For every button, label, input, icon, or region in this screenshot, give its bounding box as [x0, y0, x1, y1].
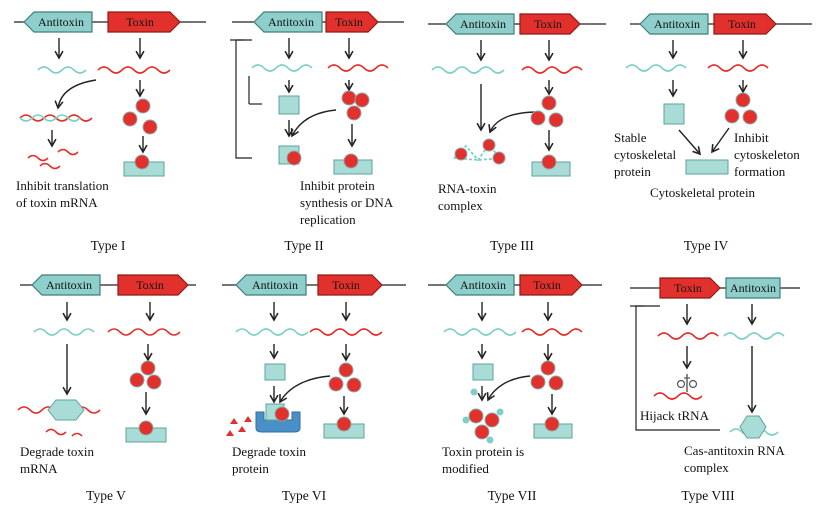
caption-line: cytoskeleton [734, 147, 800, 162]
type-label-1: Type I [91, 238, 126, 253]
caption-line: Inhibit translation [16, 178, 109, 193]
caption-line: complex [684, 460, 729, 475]
caption-line: complex [438, 198, 483, 213]
caption-line: modified [442, 461, 489, 476]
modified-toxin [462, 388, 504, 444]
caption-line: protein [614, 164, 651, 179]
panel-type-5: Antitoxin Toxin Degrade toxin mRNA Type … [17, 274, 196, 503]
toxin-gene-5 [117, 274, 189, 296]
type-label-8: Type VIII [681, 488, 735, 503]
caption-line: Degrade toxin [232, 444, 307, 459]
antitoxin-rna [37, 66, 87, 74]
caption-line: Toxin protein is [442, 444, 524, 459]
caption-line: Degrade toxin [20, 444, 95, 459]
type-label-3: Type III [490, 238, 534, 253]
toxin-gene-6 [317, 274, 383, 296]
caption-line: synthesis or DNA [300, 195, 394, 210]
caption-line: Inhibit protein [300, 178, 375, 193]
toxin-label-8: Toxin [674, 281, 702, 295]
toxin-label-2: Toxin [335, 15, 363, 29]
antitoxin-gene-1 [23, 11, 93, 33]
caption-line: protein [232, 461, 269, 476]
caption-line: RNA-toxin [438, 181, 497, 196]
toxin-gene-7 [519, 274, 583, 296]
antitoxin-gene-5 [31, 274, 101, 296]
protease [255, 411, 301, 433]
cytoskeletal-protein [685, 159, 729, 175]
toxin-gene-1 [107, 11, 181, 33]
caption-line: mRNA [20, 461, 58, 476]
caption-line: Inhibit [734, 130, 769, 145]
antitoxin-label-1: Antitoxin [38, 15, 84, 29]
toxin-mrna [97, 66, 171, 74]
caption-line: Cytoskeletal protein [650, 185, 756, 200]
caption-line: formation [734, 164, 786, 179]
cas-hexagon [739, 415, 767, 439]
antitoxin-gene-7 [445, 274, 515, 296]
toxin-label-4: Toxin [728, 17, 756, 31]
panel-type-2: Antitoxin Toxin Inhibit protein synthesi… [230, 11, 404, 253]
antitoxin-label-8: Antitoxin [730, 281, 776, 295]
type-label-5: Type V [86, 488, 126, 503]
antitoxin-gene-6 [235, 274, 307, 296]
caption-line: of toxin mRNA [16, 195, 98, 210]
caption-line: cytoskeletal [614, 147, 676, 162]
type-label-6: Type VI [282, 488, 327, 503]
antitoxin-label-4: Antitoxin [654, 17, 700, 31]
toxin-gene-3 [519, 13, 581, 35]
toxin-label-1: Toxin [126, 15, 154, 29]
antitoxin-label-2: Antitoxin [268, 15, 314, 29]
rna-toxin-complex [453, 138, 506, 165]
antitoxin-label-7: Antitoxin [460, 278, 506, 292]
toxin-gene-2 [325, 11, 379, 33]
caption-line: replication [300, 212, 356, 227]
trna-icon [676, 374, 698, 392]
panel-type-7: Antitoxin Toxin Toxin protein is modifie… [428, 274, 602, 503]
antitoxin-label-3: Antitoxin [460, 17, 506, 31]
caption-line: Cas-antitoxin RNA [684, 443, 785, 458]
toxin-label-6: Toxin [332, 278, 360, 292]
antitoxin-hexagon [47, 399, 85, 421]
caption-line: Hijack tRNA [640, 408, 710, 423]
antitoxin-label-6: Antitoxin [252, 278, 298, 292]
type-label-2: Type II [284, 238, 324, 253]
toxin-label-7: Toxin [533, 278, 561, 292]
antitoxin-gene-3 [445, 13, 515, 35]
panel-type-1: Antitoxin Toxin Inhibit translation of t… [14, 11, 206, 253]
panel-type-4: Antitoxin Toxin Stable cytoskeletal prot… [614, 13, 812, 253]
toxin-label-5: Toxin [136, 278, 164, 292]
toxin-label-3: Toxin [534, 17, 562, 31]
antitoxin-gene-4 [639, 13, 709, 35]
panel-type-8: Toxin Antitoxin Hijack tRNA Cas-antitoxi… [630, 277, 800, 503]
toxin-gene-8 [659, 277, 721, 299]
panel-type-3: Antitoxin Toxin RNA-toxin complex Type I… [428, 13, 606, 253]
caption-line: Stable [614, 130, 647, 145]
panel-type-6: Antitoxin Toxin Degrade toxin protein Ty… [222, 274, 406, 503]
antitoxin-gene-8 [725, 277, 781, 299]
antitoxin-gene-2 [253, 11, 323, 33]
type-label-7: Type VII [488, 488, 537, 503]
toxin-gene-4 [713, 13, 777, 35]
type-label-4: Type IV [684, 238, 729, 253]
antitoxin-label-5: Antitoxin [46, 278, 92, 292]
